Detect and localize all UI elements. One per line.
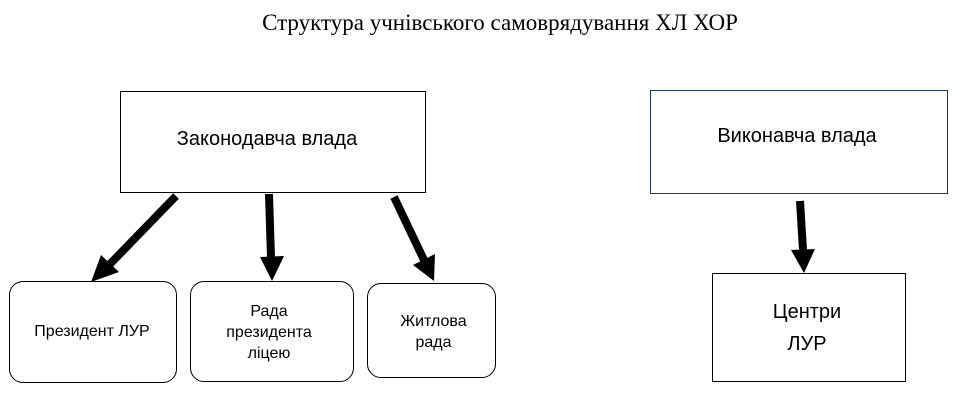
legislative-label: Законодавча влада: [176, 127, 358, 150]
arrow-legislative-to-housing: [390, 195, 435, 281]
housing-box: Житлова рада: [367, 283, 496, 378]
executive-label: Виконавча влада: [717, 124, 877, 147]
president-label: Президент ЛУР: [34, 322, 150, 340]
housing-label-line-1: Житлова: [400, 312, 467, 330]
executive-box: Виконавча влада: [650, 90, 948, 194]
arrow-legislative-to-council: [260, 193, 284, 281]
president-box: Президент ЛУР: [9, 281, 177, 383]
arrow-executive-to-centers: [791, 200, 815, 273]
council-box: Рада президента ліцею: [190, 281, 354, 382]
council-label-line-3: ліцею: [247, 345, 291, 362]
centers-box: Центри ЛУР: [712, 273, 906, 382]
legislative-box: Законодавча влада: [120, 91, 426, 193]
arrow-legislative-to-president: [91, 193, 179, 282]
council-label-line-1: Рада: [250, 303, 288, 320]
centers-label-line-2: ЛУР: [787, 332, 827, 355]
diagram-title: Структура учнівського самоврядування ХЛ …: [262, 10, 738, 35]
centers-label-line-1: Центри: [772, 300, 842, 323]
housing-label-line-2: рада: [415, 333, 452, 351]
council-label-line-2: президента: [226, 324, 312, 341]
